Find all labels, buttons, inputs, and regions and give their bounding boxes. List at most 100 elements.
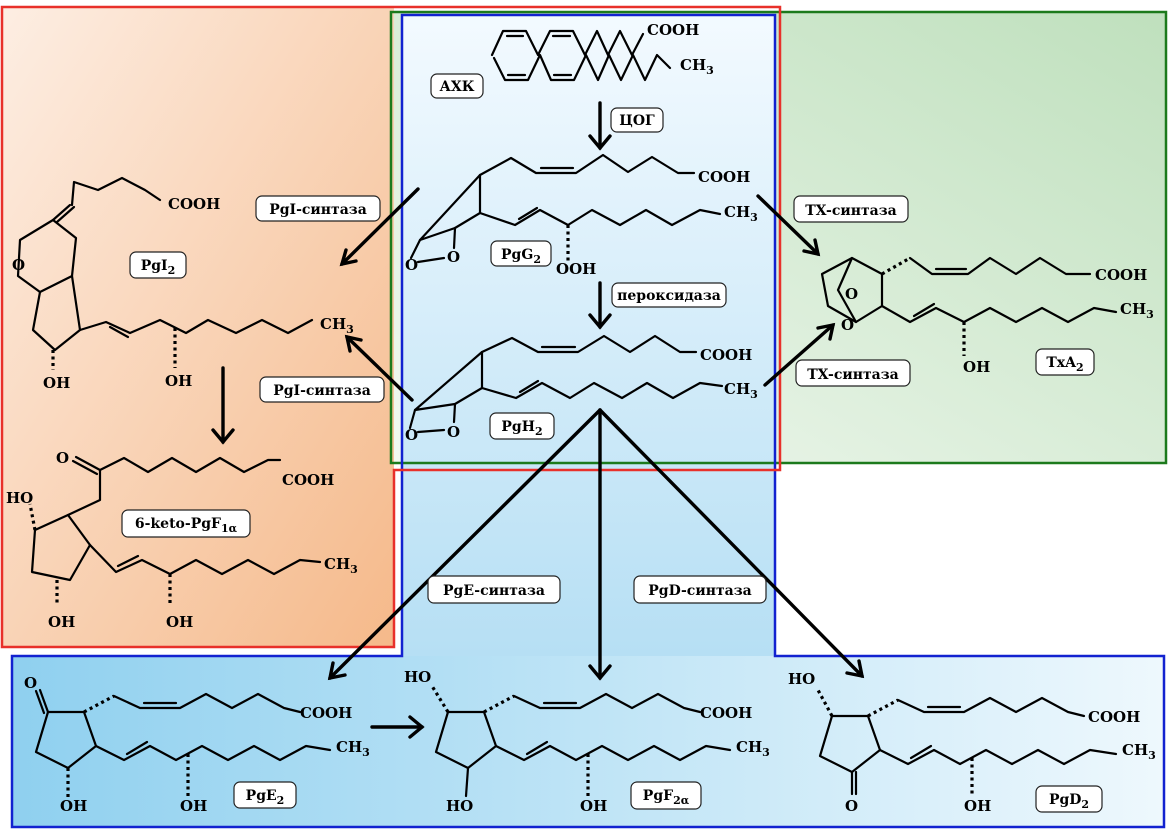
pgi2-cooh: COOH — [168, 195, 220, 213]
pgf2a-ho1: HO — [404, 668, 431, 686]
pgd2-o: O — [845, 797, 858, 815]
pge2-oh2: OH — [180, 797, 207, 815]
arrow-pge2-to-pgf2a — [370, 715, 425, 739]
arrow-pgi-from-pgg2 — [339, 187, 420, 267]
reaction-arrows — [211, 101, 865, 739]
pgd2-cooh: COOH — [1088, 708, 1140, 726]
overlap-strip — [775, 15, 780, 463]
pge2-oh1: OH — [60, 797, 87, 815]
pgi2-oh2: OH — [165, 372, 192, 390]
svg-text:PgE2: PgE2 — [246, 788, 285, 807]
txa2-o2: O — [841, 316, 854, 334]
compound-tag-pgd2: PgD2 — [1035, 785, 1103, 813]
pgh2-o1: O — [405, 426, 418, 444]
svg-text:PgD2: PgD2 — [1049, 792, 1089, 811]
svg-text:PgG2: PgG2 — [501, 247, 541, 266]
arrow-peroxidase — [588, 281, 612, 330]
label-pgi-synthase-1: PgI-синтаза — [255, 195, 381, 222]
txa2-structure: COOH O O CH3 OH — [820, 256, 1154, 376]
label-axk: АХК — [430, 73, 484, 99]
arrow-cog — [588, 101, 612, 151]
pgg2-cooh: COOH — [698, 168, 750, 186]
keto-pgf1a-structure: O COOH HO CH3 OH OH — [6, 449, 358, 631]
svg-text:TX-синтаза: TX-синтаза — [805, 203, 897, 219]
pgh2-ch3: CH3 — [724, 380, 758, 401]
pgg2-structure: O O COOH CH3 OOH — [405, 153, 758, 278]
pge2-structure: O COOH CH3 OH OH — [24, 674, 370, 815]
keto-o: O — [56, 449, 69, 467]
keto-cooh: COOH — [282, 471, 334, 489]
svg-text:6-keto-PgF1α: 6-keto-PgF1α — [135, 516, 238, 535]
svg-text:пероксидаза: пероксидаза — [617, 288, 721, 304]
pgi2-oh1: OH — [43, 374, 70, 392]
arrow-pgi2-to-keto — [211, 366, 235, 445]
svg-text:PgD-синтаза: PgD-синтаза — [648, 583, 751, 599]
pgi2-ring-o: O — [12, 256, 25, 274]
pgf2a-oh: OH — [580, 797, 607, 815]
txa2-ch3: CH3 — [1120, 300, 1154, 321]
svg-text:PgI-синтаза: PgI-синтаза — [273, 383, 371, 399]
pgg2-o1: O — [405, 256, 418, 274]
compound-tag-pgg2: PgG2 — [490, 240, 552, 267]
svg-text:PgI-синтаза: PgI-синтаза — [269, 202, 367, 218]
pgg2-ooh: OOH — [556, 260, 596, 278]
compound-tag-pgf2a: PgF2α — [630, 781, 702, 810]
txa2-cooh: COOH — [1095, 266, 1147, 284]
arrow-tx-from-pgh2 — [763, 322, 836, 387]
pgf2a-cooh: COOH — [700, 704, 752, 722]
pgi2-ch3: CH3 — [320, 315, 354, 336]
pgg2-o2: O — [447, 248, 460, 266]
pgg2-ch3: CH3 — [724, 203, 758, 224]
svg-text:TxA2: TxA2 — [1046, 355, 1083, 374]
keto-ho: HO — [6, 489, 33, 507]
aa-cooh-label: COOH — [647, 21, 699, 39]
pgh2-cooh: COOH — [700, 346, 752, 364]
pgd2-ch3: CH3 — [1122, 741, 1156, 762]
pgd2-oh: OH — [964, 797, 991, 815]
svg-text:PgE-синтаза: PgE-синтаза — [443, 583, 545, 599]
pge2-cooh: COOH — [300, 704, 352, 722]
compound-tag-pgh2: PgH2 — [489, 412, 555, 440]
compound-tag-keto: 6-keto-PgF1α — [121, 509, 251, 538]
svg-text:ЦОГ: ЦОГ — [619, 113, 655, 129]
pgh2-structure: O O COOH CH3 — [405, 334, 758, 444]
arrow-tx-from-pgg2 — [756, 194, 821, 257]
pgh2-o2: O — [447, 423, 460, 441]
central-region-border — [10, 13, 1166, 829]
keto-oh1: OH — [48, 613, 75, 631]
arrow-pgi-from-pgh2 — [344, 334, 414, 402]
pgd2-structure: HO COOH CH3 O OH — [788, 670, 1156, 815]
tx-region-border — [389, 10, 1168, 465]
label-pgd-synthase: PgD-синтаза — [633, 575, 767, 604]
compound-tag-txa2: TxA2 — [1035, 348, 1095, 376]
aa-ch3-label: CH3 — [680, 56, 714, 77]
svg-text:PgI2: PgI2 — [141, 258, 176, 277]
keto-ch3: CH3 — [324, 555, 358, 576]
svg-text:TX-синтаза: TX-синтаза — [807, 367, 899, 383]
pgf2a-ch3: CH3 — [736, 738, 770, 759]
label-cog: ЦОГ — [610, 107, 664, 133]
label-tx-synthase-2: TX-синтаза — [795, 359, 911, 387]
pgd2-ho: HO — [788, 670, 815, 688]
pge2-ch3: CH3 — [336, 738, 370, 759]
svg-text:PgH2: PgH2 — [501, 419, 542, 438]
pgi-region-border — [0, 5, 782, 649]
label-tx-synthase-1: TX-синтаза — [793, 195, 909, 223]
arrow-pgf2a — [588, 408, 612, 681]
pgi2-structure: COOH O CH3 OH OH — [12, 176, 354, 392]
compound-tag-pgi2: PgI2 — [129, 251, 187, 279]
svg-text:АХК: АХК — [440, 79, 475, 95]
arachidonic-acid-structure: COOH CH3 — [490, 21, 714, 82]
arrow-pge-synthase — [327, 408, 602, 681]
arrow-pgd-synthase — [598, 408, 865, 679]
pgf2a-structure: HO COOH CH3 HO OH — [404, 668, 770, 815]
txa2-o1: O — [845, 285, 858, 303]
compound-tag-pge2: PgE2 — [233, 781, 297, 809]
label-pgi-synthase-2: PgI-синтаза — [259, 376, 385, 403]
svg-text:PgF2α: PgF2α — [643, 788, 690, 807]
central-region — [402, 15, 775, 656]
pge2-o: O — [24, 674, 37, 692]
keto-oh2: OH — [166, 613, 193, 631]
